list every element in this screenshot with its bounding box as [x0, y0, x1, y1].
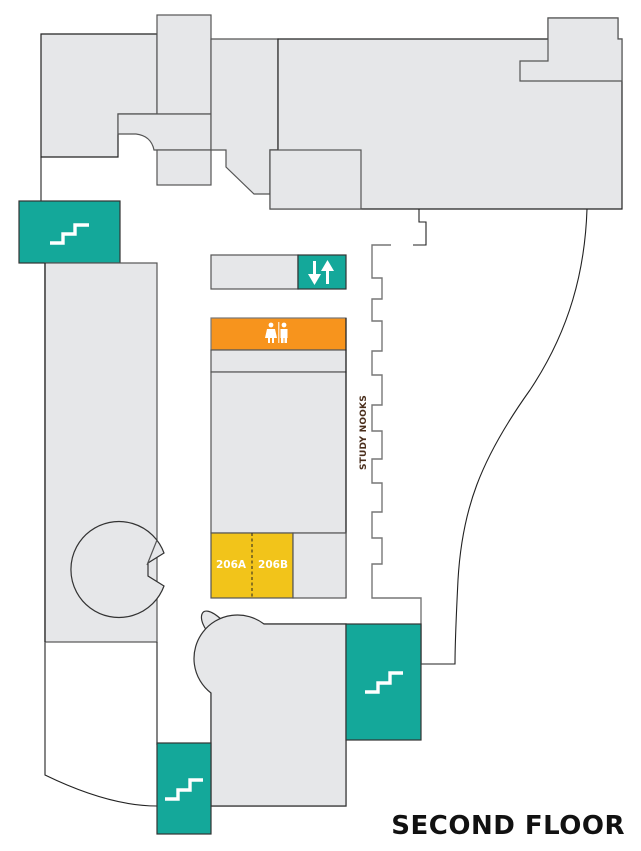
study-nooks-label: STUDY NOOKS: [359, 395, 369, 470]
room-nw-large: [40, 33, 158, 158]
round-room-west: [70, 520, 165, 619]
stairs-west[interactable]: [18, 200, 121, 264]
meeting-rooms: 206A 206B: [210, 532, 347, 599]
room-206b-label[interactable]: 206B: [258, 559, 288, 571]
stairs-west-block: [18, 200, 121, 264]
elevator[interactable]: [297, 254, 347, 290]
stairs-south-east[interactable]: [345, 623, 422, 741]
room-center-small: [292, 532, 347, 599]
floor-title: SECOND FLOOR: [391, 811, 625, 841]
room-nw-small: [156, 149, 212, 186]
stairs-south-west[interactable]: [156, 742, 212, 835]
restroom-icon: [265, 322, 288, 343]
study-nooks-wall: STUDY NOOKS: [359, 209, 427, 664]
building-outline: [40, 157, 588, 807]
wall-slope: [146, 539, 158, 566]
room-ne-corner: [519, 17, 623, 82]
room-south-center-shape: [193, 614, 347, 807]
room-elevator-lobby: [210, 254, 299, 290]
room-206a-label[interactable]: 206A: [216, 559, 247, 571]
elevator-block: [210, 254, 347, 290]
north-east-rooms: [269, 17, 623, 210]
north-west-rooms: [40, 14, 279, 195]
nook-wall-top: [413, 209, 427, 246]
outline-right-curve: [421, 208, 588, 665]
room-center-strip: [210, 349, 347, 373]
outline-left-lower: [44, 263, 158, 807]
stairs-icon: [365, 671, 403, 694]
nook-wall-zigzag: [371, 244, 422, 664]
elevator-icon: [308, 260, 334, 285]
room-center-large: [210, 371, 347, 534]
stairs-icon: [50, 223, 89, 245]
elevator-block-tile: [297, 254, 347, 290]
room-ne-small: [269, 149, 362, 210]
restroom[interactable]: [210, 317, 347, 351]
stairs-icon: [165, 778, 203, 801]
room-nw-corridor: [117, 113, 212, 151]
stairs-sw-block: [156, 742, 212, 835]
room-nw-tall: [156, 14, 212, 115]
room-north-mid: [210, 38, 279, 195]
